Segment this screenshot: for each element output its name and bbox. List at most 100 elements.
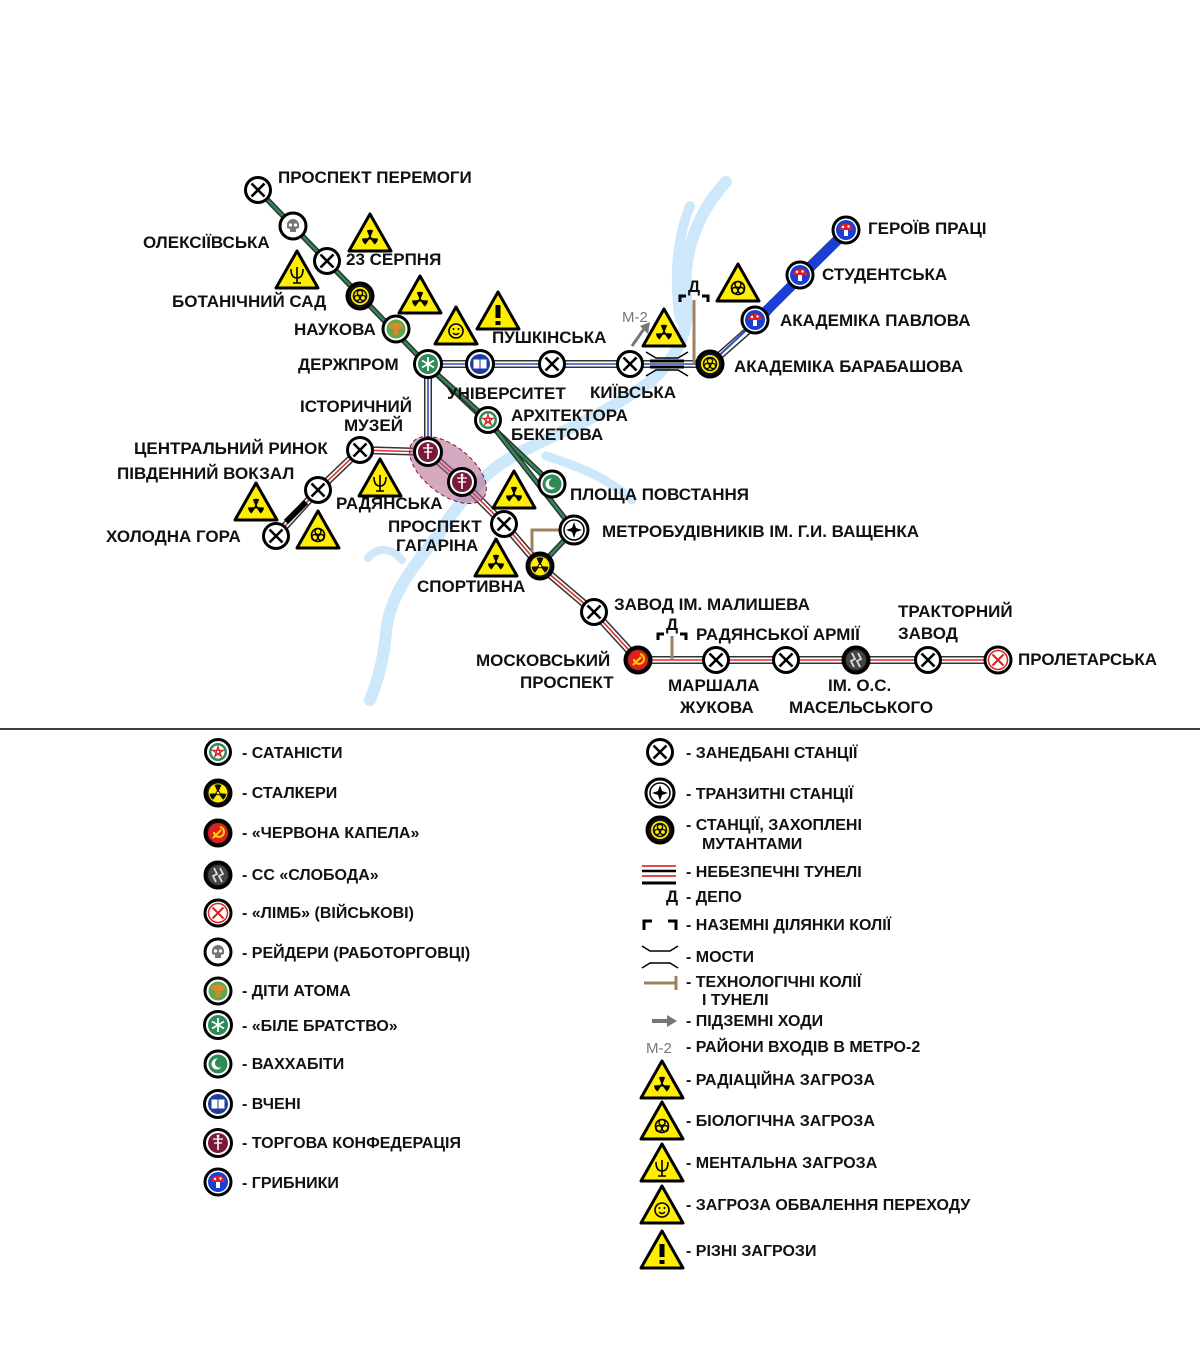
label-marshala-zhukova-2: ЖУКОВА (679, 698, 754, 717)
collapse-hazard-icon (641, 1186, 683, 1223)
label-istorychnyi-muzei-2: МУЗЕЙ (344, 416, 403, 435)
station-studentska[interactable] (785, 260, 815, 290)
dangerous-tunnel-kyivska (650, 359, 684, 369)
label-arkhitektora-beketova-2: БЕКЕТОВА (511, 425, 603, 444)
radiation-hazard-icon (493, 471, 535, 508)
mushroom-cloud-icon (203, 976, 233, 1006)
station-proletarska[interactable] (983, 645, 1013, 675)
mental-hazard-icon (276, 251, 318, 288)
station-arkhitektora-beketova[interactable] (474, 406, 502, 434)
legend-depot: - ДЕПО (686, 889, 742, 906)
label-tsentralnyi-rynok: ЦЕНТРАЛЬНИЙ РИНОК (134, 439, 328, 458)
biological-hazard-icon (641, 1102, 683, 1139)
legend-ss-sloboda: - СС «СЛОБОДА» (242, 867, 379, 884)
bridge (645, 351, 689, 377)
label-kyivska: КИЇВСЬКА (590, 383, 676, 402)
station-radianskoi-armii[interactable] (772, 646, 800, 674)
label-traktornyi-zavod-2: ЗАВОД (898, 624, 958, 643)
station-kyivska[interactable] (616, 350, 644, 378)
station-universytet[interactable] (465, 349, 495, 379)
label-prospekt-haharina-2: ГАГАРІНА (396, 536, 478, 555)
station-prospekt-peremohy[interactable] (244, 176, 272, 204)
station-akademika-barabashova[interactable] (695, 349, 725, 379)
station-zavod-malysheva[interactable] (580, 598, 608, 626)
legend-tech-1: - ТЕХНОЛОГІЧНІ КОЛІЇ (686, 973, 862, 991)
station-radianska[interactable] (447, 467, 477, 497)
station-masel-skoho[interactable] (841, 645, 871, 675)
label-prospekt-peremohy: ПРОСПЕКТ ПЕРЕМОГИ (278, 168, 472, 187)
station-heroiv-pratsi[interactable] (831, 215, 861, 245)
label-pushkinska: ПУШКІНСЬКА (492, 328, 606, 347)
depot-symbol: Д (666, 887, 678, 906)
red-line (273, 445, 998, 664)
label-akademika-barabashova: АКАДЕМІКА БАРАБАШОВА (734, 357, 963, 376)
label-proletarska: ПРОЛЕТАРСЬКА (1018, 650, 1157, 669)
station-23-serpnia[interactable] (313, 247, 341, 275)
mental-hazard-icon (359, 459, 401, 496)
label-ploshcha-povstannia: ПЛОЩА ПОВСТАННЯ (570, 485, 749, 504)
label-prospekt-haharina-1: ПРОСПЕКТ (388, 517, 482, 536)
label-naukova: НАУКОВА (294, 320, 376, 339)
station-naukova[interactable] (381, 314, 411, 344)
label-moskovskyi-prospekt-1: МОСКОВСЬКИЙ (476, 651, 610, 670)
label-kholodna-hora: ХОЛОДНА ГОРА (106, 527, 241, 546)
station-oleksiivska[interactable] (278, 211, 308, 241)
label-metrobudivnykiv: МЕТРОБУДІВНИКІВ ІМ. Г.И. ВАЩЕНКА (602, 522, 919, 541)
tech-track-icon (644, 976, 678, 990)
station-metrobudivnykiv[interactable] (558, 514, 590, 546)
radiation-hazard-icon (399, 276, 441, 313)
legend-mutants-1: - СТАНЦІЇ, ЗАХОПЛЕНІ (686, 816, 862, 834)
various-hazard-icon (477, 292, 519, 329)
station-marshala-zhukova[interactable] (702, 646, 730, 674)
legend-stalkers: - СТАЛКЕРИ (242, 785, 337, 802)
mutant-station-icon (645, 815, 675, 845)
limb-cross-icon (203, 898, 233, 928)
mushroom-icon (203, 1167, 233, 1197)
biological-hazard-icon (297, 511, 339, 548)
various-hazard-icon (641, 1231, 683, 1268)
river (364, 176, 732, 706)
book-icon (203, 1089, 233, 1119)
skull-icon (203, 937, 233, 967)
station-istorychnyi-muzei[interactable] (413, 437, 443, 467)
station-akademika-pavlova[interactable] (740, 305, 770, 335)
station-pushkinska[interactable] (538, 350, 566, 378)
station-prospekt-haharina[interactable] (490, 510, 518, 538)
label-masel-skoho-1: ІМ. О.С. (828, 676, 891, 695)
label-radianska: РАДЯНСЬКА (336, 494, 443, 513)
legend-trade-confederation: - ТОРГОВА КОНФЕДЕРАЦІЯ (242, 1135, 461, 1152)
legend-symbols: - ЗАНЕДБАНІ СТАНЦІЇ - ТРАНЗИТНІ СТАНЦІЇ … (641, 738, 971, 1269)
legend-mutants-2: МУТАНТАМИ (702, 836, 802, 853)
depot-mark-1: Д (688, 277, 700, 296)
label-studentska: СТУДЕНТСЬКА (822, 265, 947, 284)
radiation-hazard-icon (235, 483, 277, 520)
abandoned-station-icon (646, 738, 674, 766)
label-akademika-pavlova: АКАДЕМІКА ПАВЛОВА (780, 311, 970, 330)
radiation-hazard-icon (475, 539, 517, 576)
station-moskovskyi-prospekt[interactable] (623, 645, 653, 675)
station-sportyvna[interactable] (525, 551, 555, 581)
station-pivdennyi-vokzal[interactable] (304, 476, 332, 504)
label-traktornyi-zavod-1: ТРАКТОРНИЙ (898, 602, 1013, 621)
legend-limb: - «ЛІМБ» (ВІЙСЬКОВІ) (242, 903, 414, 922)
station-tsentralnyi-rynok[interactable] (346, 436, 374, 464)
legend-collapse: - ЗАГРОЗА ОБВАЛЕННЯ ПЕРЕХОДУ (686, 1197, 971, 1214)
station-kholodna-hora[interactable] (262, 522, 290, 550)
legend-factions: - САТАНІСТИ - СТАЛКЕРИ - «ЧЕРВОНА КАПЕЛА… (203, 738, 470, 1197)
radiation-hazard-icon (349, 214, 391, 251)
label-istorychnyi-muzei-1: ІСТОРИЧНИЙ (300, 397, 412, 416)
legend-raiders: - РЕЙДЕРИ (РАБОТОРГОВЦІ) (242, 943, 470, 962)
surface-marks (656, 294, 710, 640)
ss-runes-icon (203, 860, 233, 890)
label-botanichnyi-sad: БОТАНІЧНИЙ САД (172, 292, 326, 311)
legend-white-brotherhood: - «БІЛЕ БРАТСТВО» (242, 1018, 398, 1035)
station-ploshcha-povstannia[interactable] (537, 469, 567, 499)
label-marshala-zhukova-1: МАРШАЛА (668, 676, 760, 695)
label-universytet: УНІВЕРСИТЕТ (447, 384, 566, 403)
label-oleksiivska: ОЛЕКСІЇВСЬКА (143, 233, 270, 252)
station-traktornyi-zavod[interactable] (914, 646, 942, 674)
station-derzhprom[interactable] (413, 349, 443, 379)
station-botanichnyi-sad[interactable] (345, 281, 375, 311)
dangerous-tunnel-icon (642, 865, 676, 877)
